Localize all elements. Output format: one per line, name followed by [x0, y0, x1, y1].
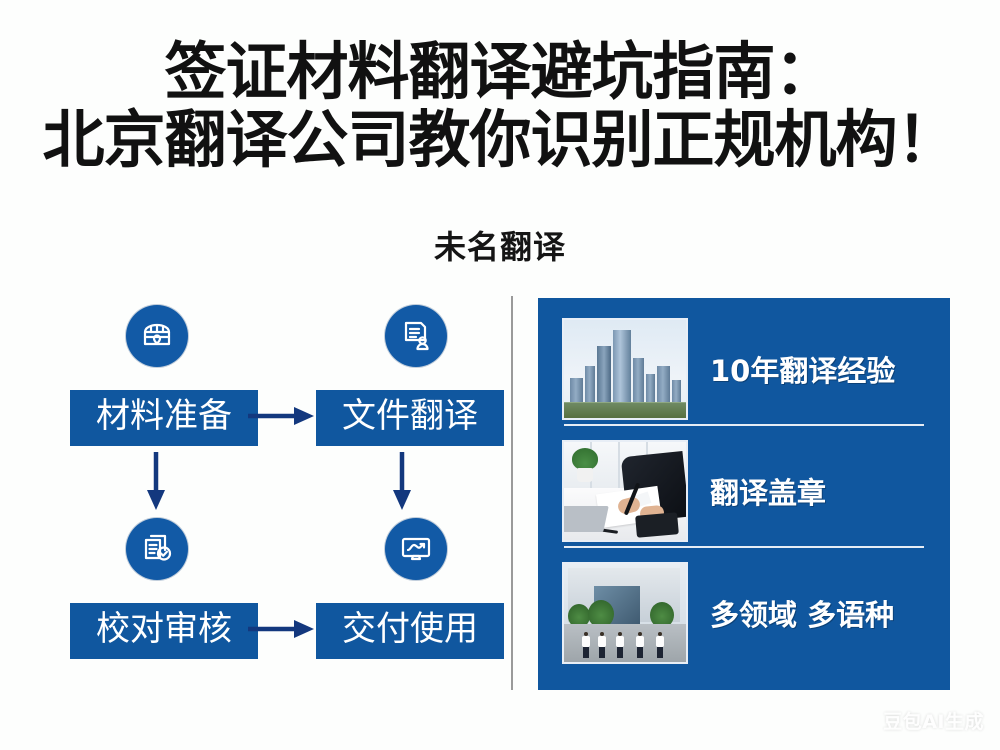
- highlight-label-3: 多领域 多语种: [710, 598, 895, 632]
- office-building-team-photo: [562, 562, 688, 664]
- flow-step-1-label: 材料准备: [70, 390, 258, 446]
- flow-step-2-label: 文件翻译: [316, 390, 504, 446]
- title-line-2: 北京翻译公司教你识别正规机构！: [42, 103, 958, 176]
- briefcase-icon: [126, 305, 188, 367]
- process-flowchart: 材料准备 文件翻译: [70, 300, 504, 672]
- monitor-chart-icon: [385, 518, 447, 580]
- highlight-separator-1: [564, 424, 924, 426]
- arrow-down-step2-to-step4: [393, 452, 411, 510]
- subtitle-brand: 未名翻译: [433, 228, 566, 266]
- title-line-1: 签证材料翻译避坑指南：: [164, 35, 836, 108]
- flow-step-4-label: 交付使用: [316, 603, 504, 659]
- flow-step-3-icon-wrap: [126, 518, 188, 580]
- arrow-right-step1-to-step2: [248, 407, 314, 425]
- section-divider: [511, 296, 513, 690]
- flow-step-2-icon-wrap: [385, 305, 447, 367]
- highlight-separator-2: [564, 546, 924, 548]
- businessman-signing-photo: [562, 440, 688, 542]
- arrow-down-step1-to-step3: [147, 452, 165, 510]
- arrow-right-step3-to-step4: [248, 620, 314, 638]
- city-skyline-photo: [562, 318, 688, 420]
- document-person-icon: [385, 305, 447, 367]
- flow-step-1-icon-wrap: [126, 305, 188, 367]
- highlight-label-1: 10年翻译经验: [710, 354, 896, 388]
- highlight-label-2: 翻译盖章: [710, 476, 827, 510]
- flow-step-3-label: 校对审核: [70, 603, 258, 659]
- highlight-row-3: 多领域 多语种: [538, 556, 950, 670]
- document-check-icon: [126, 518, 188, 580]
- highlights-panel: 10年翻译经验 翻译盖章: [538, 298, 950, 690]
- page-title: 签证材料翻译避坑指南： 北京翻译公司教你识别正规机构！: [0, 38, 1000, 174]
- ai-watermark: 豆包AI生成: [883, 711, 984, 733]
- highlight-row-2: 翻译盖章: [538, 434, 950, 548]
- highlight-row-1: 10年翻译经验: [538, 312, 950, 426]
- flow-step-4-icon-wrap: [385, 518, 447, 580]
